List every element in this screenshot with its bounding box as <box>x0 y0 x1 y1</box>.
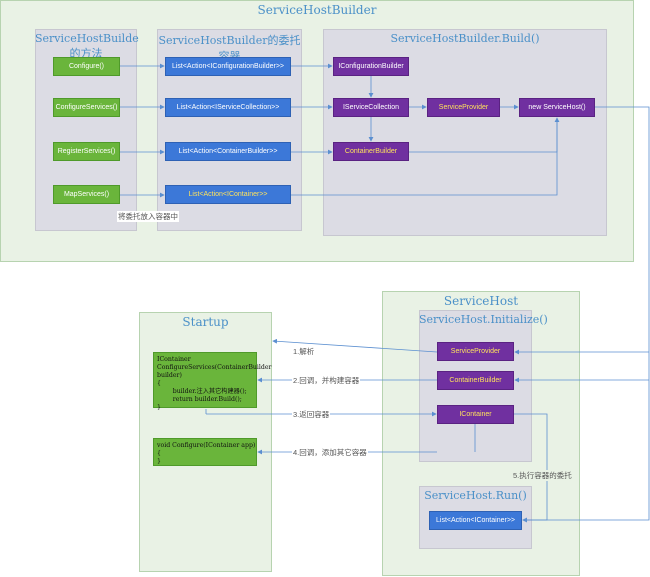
edge-host-to-servicehost <box>522 106 650 523</box>
startup-title: Startup <box>182 315 229 329</box>
configure-method-node: Configure() <box>53 57 120 76</box>
configure-services-method-node: ConfigureServices() <box>53 98 120 117</box>
delegate-container-builder-node: List<Action<ContainerBuilder>> <box>165 142 291 161</box>
service-host-builder-title: ServiceHostBuilder <box>257 3 377 17</box>
edge-label-callback-build: 2.回调，并构建容器 <box>292 375 361 386</box>
service-collection-node: IServiceCollection <box>333 98 409 117</box>
delegate-configuration-builder-node: List<Action<IConfigurationBuilder>> <box>165 57 291 76</box>
container-builder-node: ContainerBuilder <box>333 142 409 161</box>
put-into-container-label: 将委托放入容器中 <box>117 211 179 222</box>
edge-label-execute-delegates: 5.执行容器的委托 <box>512 470 573 481</box>
register-services-method-node: RegisterServices() <box>53 142 120 161</box>
edge-container-builder-to-host <box>409 117 560 153</box>
init-container-builder-node: ContainerBuilder <box>437 371 514 390</box>
init-container-node: IContainer <box>437 405 514 424</box>
delegate-container-node: List<Action<IContainer>> <box>165 185 291 204</box>
builder-methods-title: ServiceHostBuilde的方法 <box>35 32 139 60</box>
configure-code-block: void Configure(IContainer app) { } <box>153 438 257 466</box>
configure-services-code-block: IContainer ConfigureServices(ContainerBu… <box>153 352 271 411</box>
new-service-host-node: new ServiceHost() <box>519 98 595 117</box>
run-delegates-node: List<Action<IContainer>> <box>429 511 522 530</box>
edge-label-callback-add: 4.回调，添加其它容器 <box>292 447 368 458</box>
service-provider-node: ServiceProvider <box>427 98 500 117</box>
builder-build-title: ServiceHostBuilder.Build() <box>390 32 540 45</box>
init-service-provider-node: ServiceProvider <box>437 342 514 361</box>
configuration-builder-node: IConfigurationBuilder <box>333 57 409 76</box>
delegate-service-collection-node: List<Action<IServiceCollection>> <box>165 98 291 117</box>
service-host-run-title: ServiceHost.Run() <box>424 489 527 502</box>
service-host-initialize-title: ServiceHost.Initialize() <box>419 313 548 326</box>
edge-label-return-container: 3.返回容器 <box>292 409 331 420</box>
edge-parse <box>272 338 438 353</box>
edge-label-parse: 1.解析 <box>292 346 316 357</box>
service-host-title: ServiceHost <box>443 294 519 308</box>
edge-execute-delegates <box>514 413 548 523</box>
map-services-method-node: MapServices() <box>53 185 120 204</box>
edge-container-list-to-host <box>291 118 558 196</box>
